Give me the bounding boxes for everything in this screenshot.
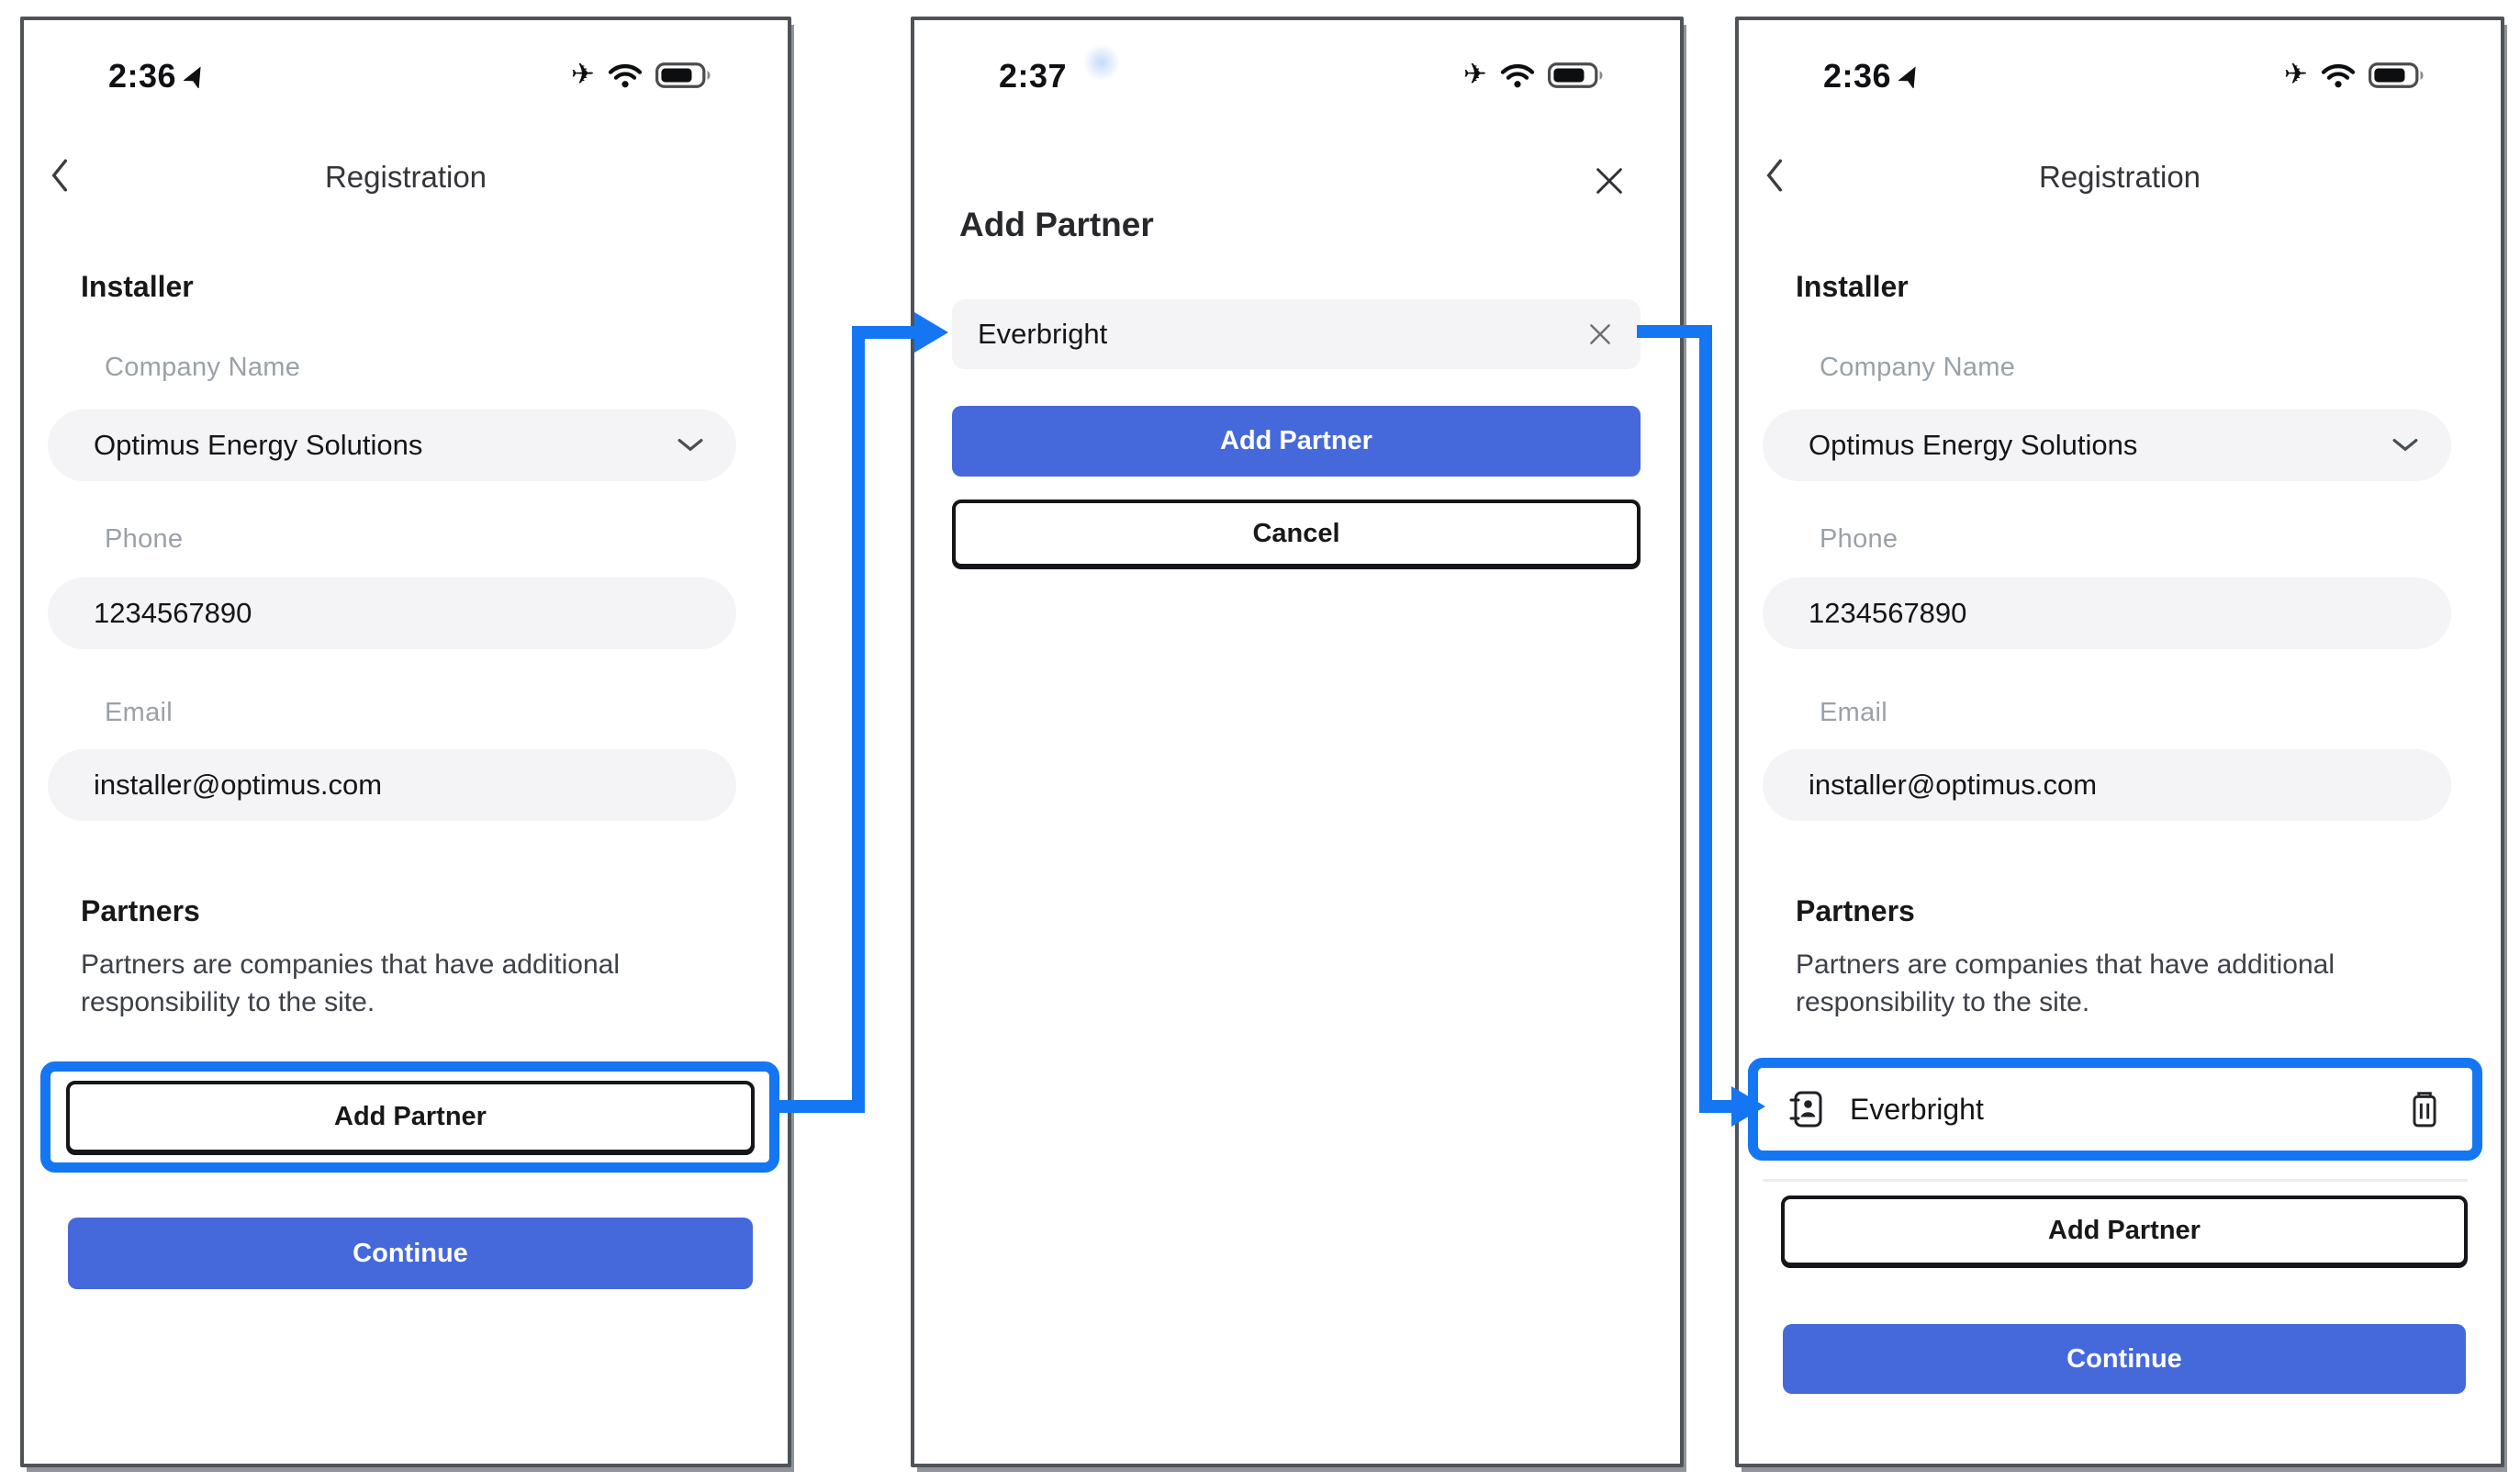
installer-heading: Installer [1796,270,1909,303]
phone-screen-registration-with-partner: 2:36 ✈ Registration Installer [1735,17,2504,1467]
phone-field[interactable]: 1234567890 [1763,578,2451,649]
battery-icon [2369,62,2424,88]
phone-value: 1234567890 [94,597,252,629]
phone-screen-add-partner: 2:37 ✈ Add Partner Everbright [911,17,1684,1467]
status-icons: ✈ [571,61,714,89]
partners-description: Partners are companies that have additio… [81,949,621,1017]
partners-heading: Partners [81,894,200,927]
partners-heading: Partners [1796,894,1915,927]
partner-name-value: Everbright [978,318,1108,350]
partner-name: Everbright [1850,1092,1984,1126]
partner-name-input[interactable]: Everbright [952,299,1641,369]
phone-value: 1234567890 [1809,597,1967,629]
status-icons: ✈ [2284,61,2427,89]
email-value: installer@optimus.com [1809,769,2098,801]
email-field[interactable]: installer@optimus.com [48,749,736,821]
status-time: 2:36 [108,57,207,95]
annotation-highlight-add-partner [40,1061,779,1173]
company-name-label: Company Name [1820,353,2016,382]
location-arrow-icon [184,66,201,88]
status-time: 2:36 [1823,57,1922,95]
annotation-highlight-partner-row: Everbright [1748,1058,2482,1161]
wifi-icon [1500,63,1535,87]
company-name-dropdown[interactable]: Optimus Energy Solutions [48,410,736,481]
installer-heading: Installer [81,270,194,303]
modal-title: Add Partner [959,206,1154,243]
company-name-value: Optimus Energy Solutions [94,429,423,461]
trash-icon[interactable] [2408,1090,2441,1128]
back-chevron-icon[interactable] [50,158,70,193]
status-icons: ✈ [1463,61,1607,89]
email-field[interactable]: installer@optimus.com [1763,749,2451,821]
wifi-icon [608,63,643,87]
airplane-icon: ✈ [571,58,595,91]
touch-indicator-dot [1083,44,1120,81]
company-name-value: Optimus Energy Solutions [1809,429,2138,461]
clear-icon[interactable] [1585,320,1615,349]
location-arrow-icon [1898,66,1916,88]
page-title: Registration [2038,160,2201,194]
battery-icon [1548,62,1603,88]
contact-card-icon [1789,1091,1822,1128]
company-name-dropdown[interactable]: Optimus Energy Solutions [1763,410,2451,481]
status-time: 2:37 [999,57,1068,95]
battery-icon [655,62,711,88]
wifi-icon [2321,63,2356,87]
add-partner-button[interactable]: Add Partner [66,1081,755,1153]
cancel-button[interactable]: Cancel [952,500,1641,567]
email-label: Email [105,698,174,727]
partners-description: Partners are companies that have additio… [1796,949,2335,1017]
airplane-icon: ✈ [1463,58,1487,91]
add-partner-button[interactable]: Add Partner [1781,1196,2468,1266]
divider [1763,1179,2468,1182]
chevron-down-icon [2392,438,2418,453]
phone-label: Phone [105,524,184,554]
phone-screen-registration: 2:36 ✈ Registration Installer [20,17,791,1467]
partner-list-item[interactable]: Everbright [1758,1068,2472,1151]
chevron-down-icon [678,438,703,453]
continue-button[interactable]: Continue [1783,1324,2466,1394]
email-value: installer@optimus.com [94,769,383,801]
page-title: Registration [324,160,487,194]
email-label: Email [1820,698,1888,727]
phone-label: Phone [1820,524,1898,554]
close-icon[interactable] [1593,164,1626,197]
phone-field[interactable]: 1234567890 [48,578,736,649]
continue-button[interactable]: Continue [68,1218,753,1289]
back-chevron-icon[interactable] [1764,158,1785,193]
modal-add-partner-button[interactable]: Add Partner [952,406,1641,477]
company-name-label: Company Name [105,353,301,382]
airplane-icon: ✈ [2284,58,2308,91]
